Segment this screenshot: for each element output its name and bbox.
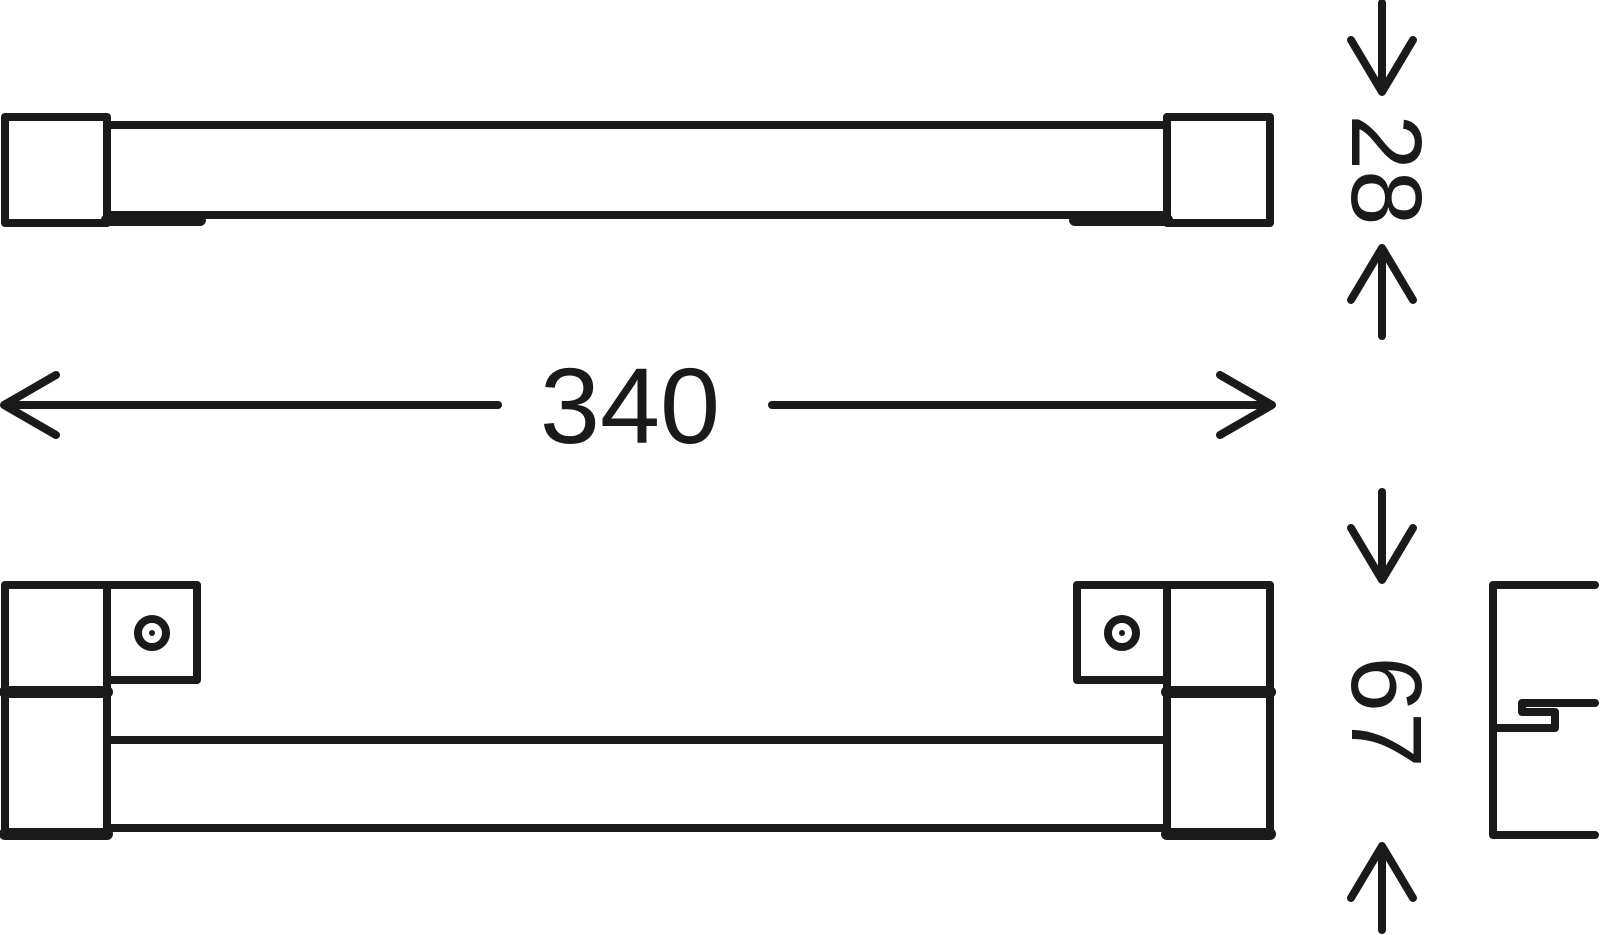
- bottom-view: [0, 581, 1276, 840]
- left-screw-hole: [134, 615, 170, 651]
- height-arrow-bottom-head: [1347, 244, 1417, 304]
- bottom-right-end-cap: [1163, 581, 1274, 839]
- profile-clip: [1489, 699, 1599, 732]
- top-right-end-cap: [1163, 113, 1274, 227]
- profile-outline: [1489, 581, 1599, 839]
- top-view: [1, 113, 1274, 227]
- depth-dimension: 67: [1330, 488, 1442, 934]
- height-dimension: 28: [1330, 0, 1442, 340]
- end-profile-view: [1489, 581, 1599, 839]
- depth-label: 67: [1330, 656, 1442, 767]
- bottom-left-end-cap: [1, 581, 111, 839]
- depth-arrow-top-head: [1347, 524, 1417, 584]
- length-arrow-left-head: [0, 371, 60, 439]
- right-screw-hole: [1104, 615, 1140, 651]
- depth-arrow-bottom-head: [1347, 842, 1417, 902]
- length-dimension: 340: [0, 345, 1276, 466]
- top-left-end-cap: [1, 113, 111, 227]
- bottom-right-mount-plate: [1073, 581, 1171, 684]
- left-screw-center: [149, 630, 155, 636]
- bottom-left-mount-plate: [103, 581, 201, 684]
- length-arrow-right-head: [1216, 371, 1276, 439]
- length-label: 340: [540, 345, 720, 466]
- right-screw-center: [1119, 630, 1125, 636]
- height-arrow-top-head: [1347, 36, 1417, 96]
- height-label: 28: [1330, 114, 1442, 225]
